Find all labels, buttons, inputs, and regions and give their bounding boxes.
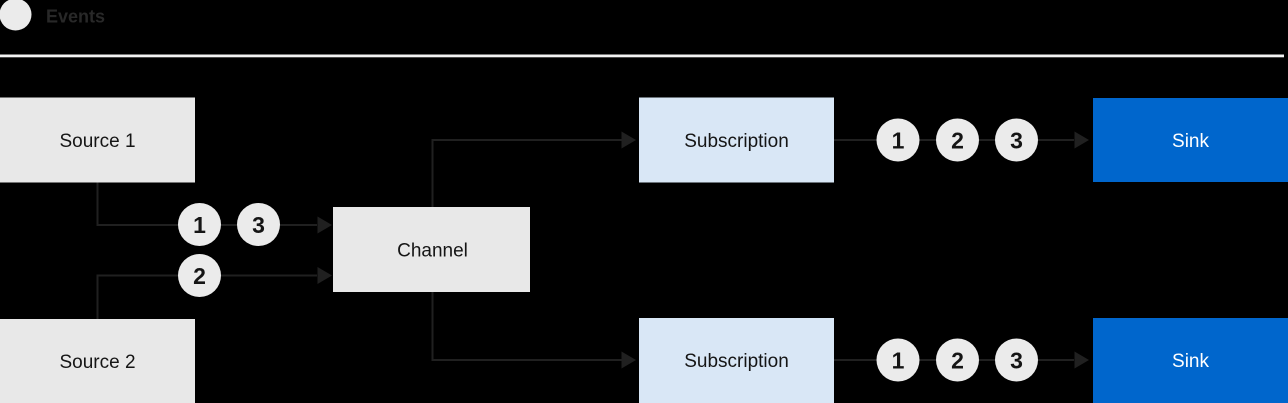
svg-text:3: 3 xyxy=(1010,127,1023,153)
svg-text:1: 1 xyxy=(892,127,905,153)
svg-text:Events: Events xyxy=(46,7,105,27)
svg-text:1: 1 xyxy=(193,212,206,238)
svg-text:Sink: Sink xyxy=(1172,131,1209,152)
svg-text:2: 2 xyxy=(951,347,964,373)
svg-text:Sink: Sink xyxy=(1172,351,1209,372)
svg-text:1: 1 xyxy=(892,347,905,373)
svg-text:Source 2: Source 2 xyxy=(59,352,135,373)
svg-text:2: 2 xyxy=(193,263,206,289)
svg-text:Subscription: Subscription xyxy=(684,131,789,152)
svg-text:Source 1: Source 1 xyxy=(59,131,135,152)
svg-text:3: 3 xyxy=(1010,347,1023,373)
svg-text:Subscription: Subscription xyxy=(684,351,789,372)
svg-text:3: 3 xyxy=(252,212,265,238)
svg-text:Channel: Channel xyxy=(397,240,468,261)
svg-text:2: 2 xyxy=(951,127,964,153)
